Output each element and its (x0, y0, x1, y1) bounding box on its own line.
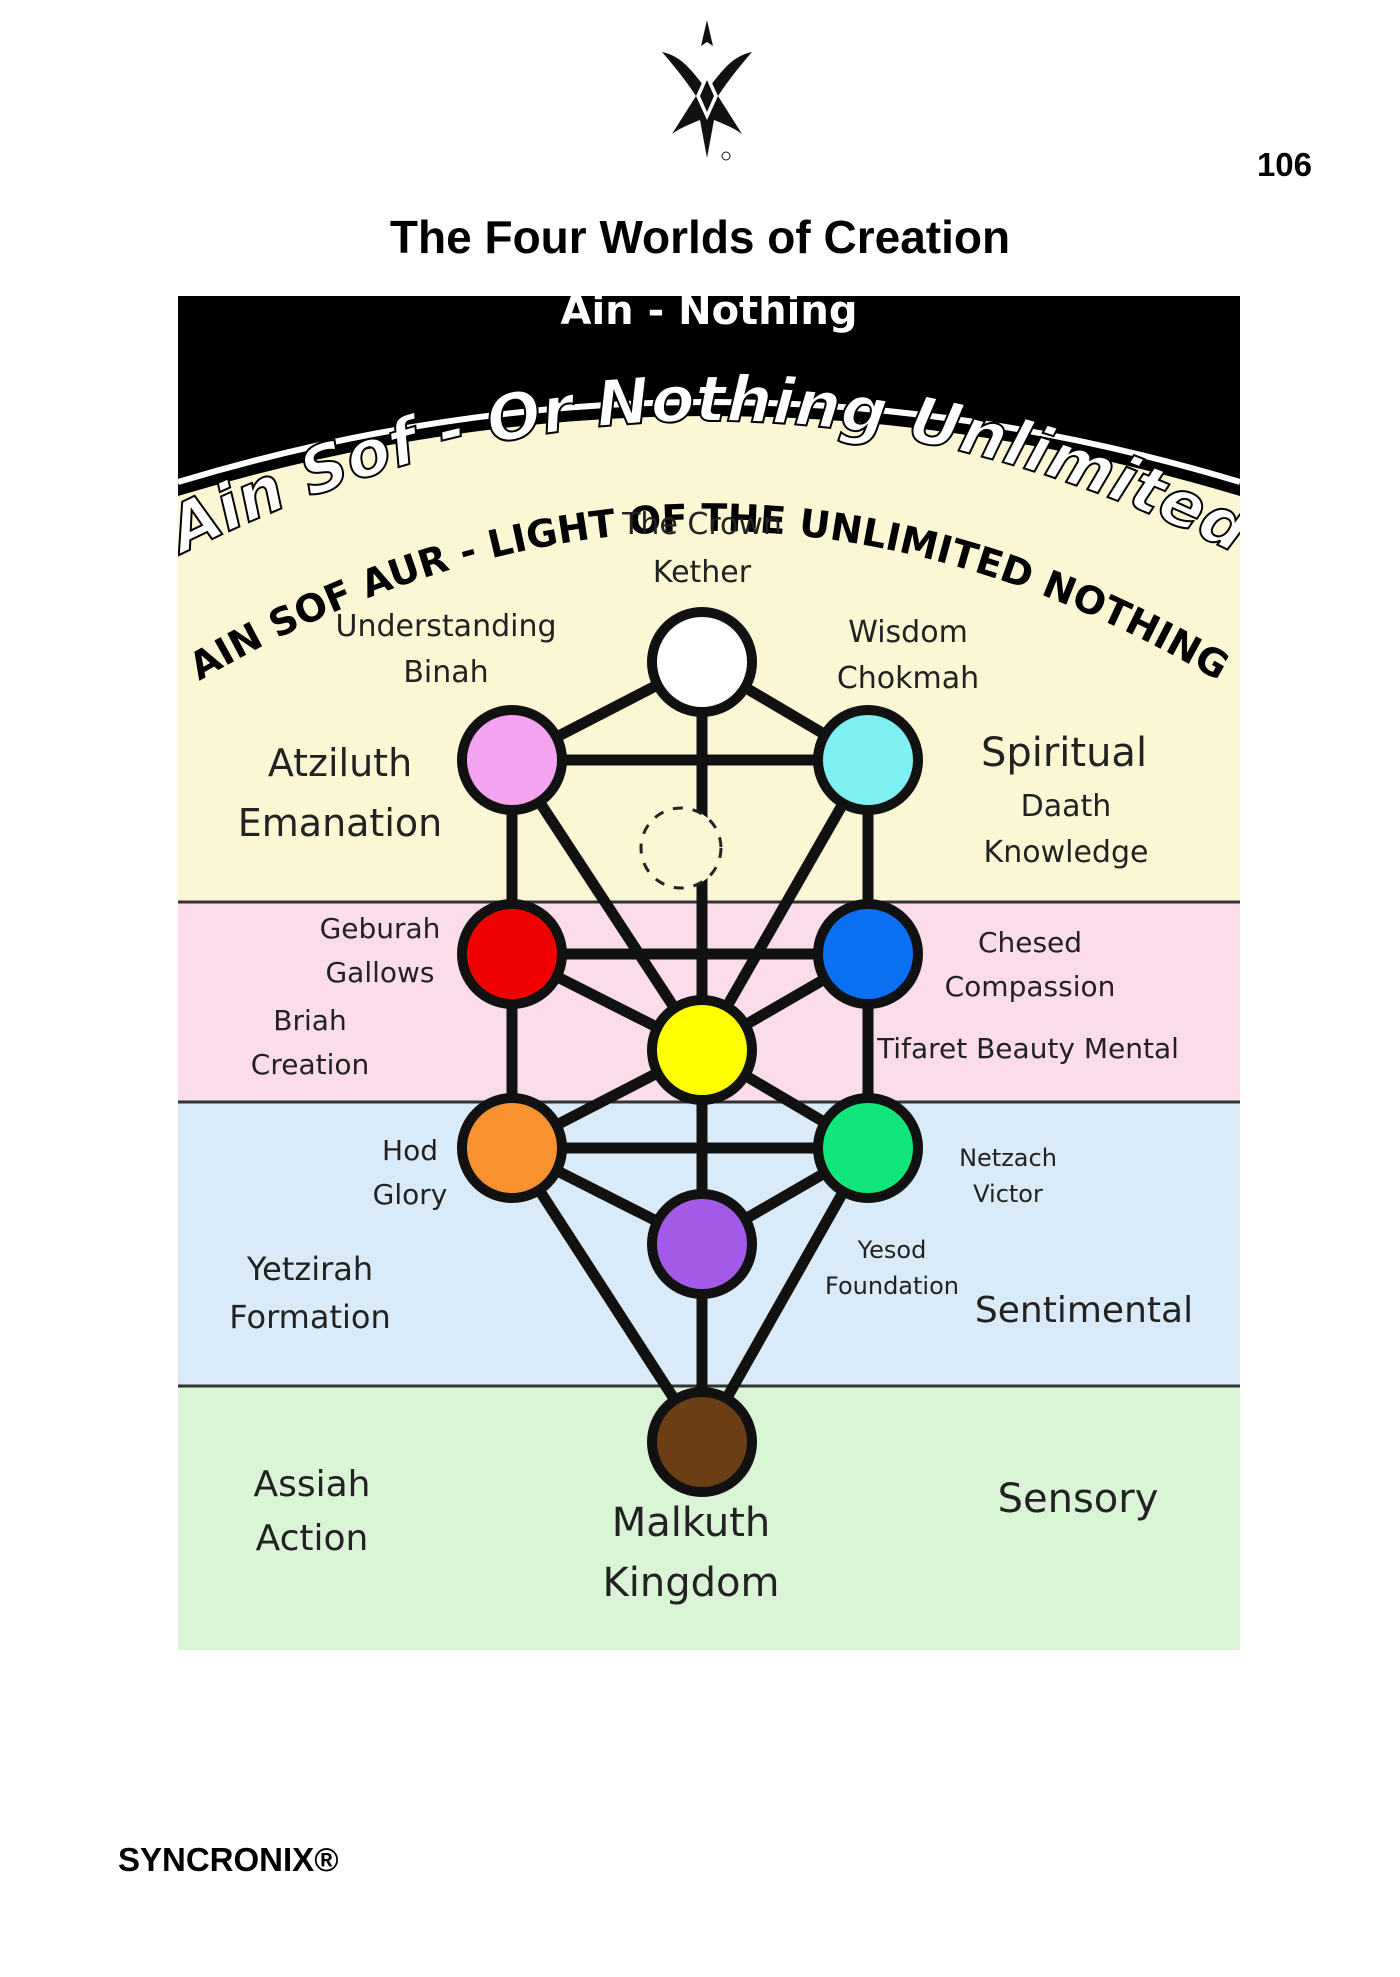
sphere-netzach (813, 1093, 923, 1203)
daath-label-1: Daath (1021, 789, 1112, 824)
binah-label-2: Binah (403, 655, 488, 690)
chesed-label-2: Compassion (945, 970, 1116, 1003)
sphere-chokmah (813, 705, 923, 815)
sphere-geburah (457, 899, 567, 1009)
chesed-label-1: Chesed (978, 926, 1082, 959)
yesod-label-1: Yesod (857, 1236, 927, 1264)
world-atziluth-right: Spiritual (981, 730, 1147, 776)
page-number: 106 (1256, 146, 1312, 183)
world-yetzirah-right: Sentimental (975, 1290, 1193, 1331)
geburah-label-1: Geburah (320, 912, 441, 945)
brand-logo-icon (662, 20, 752, 161)
kether-label-1: The Crown (621, 507, 782, 542)
world-atziluth-sub: Emanation (238, 801, 442, 845)
sphere-malkuth (647, 1387, 757, 1497)
sphere-chesed (813, 899, 923, 1009)
sphere-kether (647, 607, 757, 717)
yesod-label-2: Foundation (825, 1272, 959, 1300)
world-assiah-name: Assiah (253, 1464, 370, 1505)
world-briah-name: Briah (273, 1004, 346, 1037)
binah-label-1: Understanding (335, 609, 556, 644)
world-yetzirah-sub: Formation (229, 1298, 391, 1336)
netzach-label-2: Victor (973, 1180, 1043, 1208)
world-briah-sub: Creation (251, 1048, 369, 1081)
world-atziluth-name: Atziluth (268, 741, 412, 785)
sphere-yesod (647, 1189, 757, 1299)
four-worlds-diagram: Ain - Nothing Ain Sof - Or Nothing Unlim… (178, 296, 1240, 1650)
chokmah-label-2: Chokmah (837, 661, 979, 696)
malkuth-label-1: Malkuth (612, 1500, 770, 1546)
chokmah-label-1: Wisdom (848, 615, 968, 650)
world-yetzirah-name: Yetzirah (246, 1250, 373, 1288)
sphere-hod (457, 1093, 567, 1203)
footer-brand: SYNCRONIX® (118, 1841, 339, 1878)
world-assiah-sub: Action (256, 1518, 369, 1559)
ain-label: Ain - Nothing (561, 296, 858, 334)
sphere-tifaret (647, 995, 757, 1105)
hod-label-1: Hod (382, 1134, 438, 1167)
netzach-label-1: Netzach (959, 1144, 1057, 1172)
hod-label-2: Glory (373, 1178, 448, 1211)
page-title: The Four Worlds of Creation (389, 211, 1011, 263)
sphere-binah (457, 705, 567, 815)
daath-sphere (639, 806, 723, 890)
kether-label-2: Kether (653, 555, 752, 590)
world-briah-right: Tifaret Beauty Mental (876, 1032, 1179, 1065)
daath-label-2: Knowledge (984, 835, 1149, 870)
geburah-label-2: Gallows (325, 956, 434, 989)
malkuth-label-2: Kingdom (603, 1560, 780, 1606)
world-assiah-right: Sensory (998, 1476, 1159, 1522)
